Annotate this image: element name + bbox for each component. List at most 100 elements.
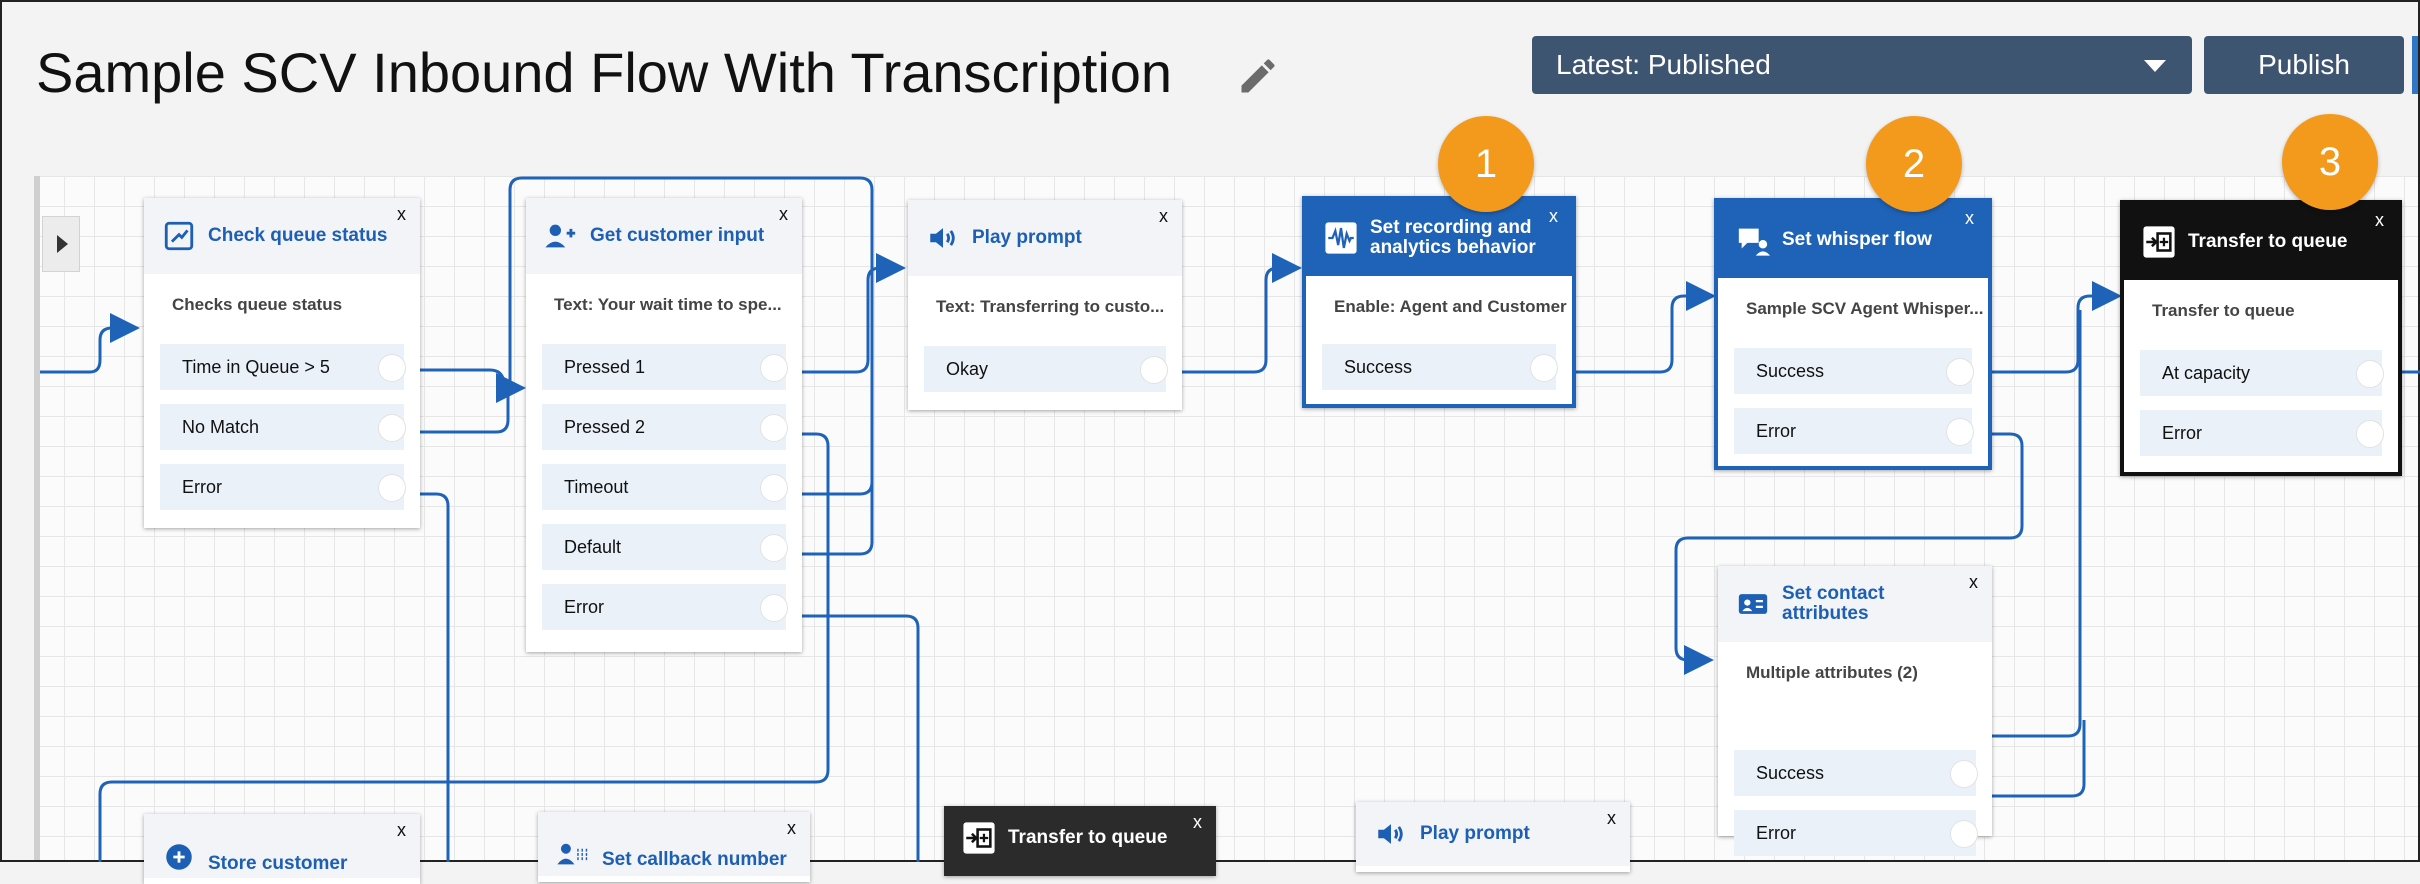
step-badge-1: 1 <box>1438 116 1534 212</box>
branch-pressed-2[interactable]: Pressed 2 <box>542 404 788 450</box>
close-icon[interactable]: x <box>1549 206 1558 226</box>
customer-input-icon <box>545 224 576 248</box>
branch-handle[interactable] <box>378 414 406 442</box>
block-header[interactable]: Transfer to queue x <box>2124 204 2398 280</box>
block-title: Set callback number <box>602 849 787 870</box>
block-header[interactable]: Check queue status x <box>144 198 420 274</box>
block-title: Transfer to queue <box>1008 827 1168 848</box>
set-contact-attributes-block[interactable]: Set contact attributes x Multiple attrib… <box>1718 566 1992 856</box>
block-header[interactable]: Set callback number x <box>538 812 810 876</box>
branch-okay[interactable]: Okay <box>924 346 1168 392</box>
callback-number-icon <box>557 843 588 865</box>
check-queue-status-block[interactable]: Check queue status x Checks queue status… <box>144 198 420 528</box>
set-whisper-flow-block[interactable]: Set whisper flow x Sample SCV Agent Whis… <box>1714 198 1992 470</box>
block-header[interactable]: Set contact attributes x <box>1718 566 1992 642</box>
get-customer-input-block[interactable]: Get customer input x Text: Your wait tim… <box>526 198 802 652</box>
header-edge-accent <box>2412 36 2418 94</box>
block-title: Set whisper flow <box>1782 229 1932 250</box>
branch-handle[interactable] <box>1950 760 1978 788</box>
block-title: Transfer to queue <box>2188 231 2348 252</box>
branch-handle[interactable] <box>378 474 406 502</box>
branch-error[interactable]: Error <box>2140 410 2384 456</box>
block-header[interactable]: Transfer to queue x <box>944 806 1216 870</box>
branch-pressed-1[interactable]: Pressed 1 <box>542 344 788 390</box>
close-icon[interactable]: x <box>1969 572 1978 592</box>
block-description: Multiple attributes (2) <box>1746 663 1918 682</box>
page-title: Sample SCV Inbound Flow With Transcripti… <box>36 41 1173 104</box>
branch-error[interactable]: Error <box>1734 810 1978 856</box>
branch-handle[interactable] <box>760 594 788 622</box>
branch-handle[interactable] <box>1950 820 1978 848</box>
branch-handle[interactable] <box>2356 420 2384 448</box>
branch-success[interactable]: Success <box>1734 348 1974 394</box>
set-callback-number-block[interactable]: Set callback number x <box>538 812 810 882</box>
close-icon[interactable]: x <box>397 204 406 224</box>
close-icon[interactable]: x <box>1607 808 1616 828</box>
step-badge-3: 3 <box>2282 114 2378 210</box>
step-badge-2: 2 <box>1866 116 1962 212</box>
store-customer-icon <box>166 844 192 870</box>
publish-button[interactable]: Publish <box>2204 36 2404 94</box>
transfer-to-queue-block[interactable]: Transfer to queue x Transfer to queue At… <box>2120 200 2402 476</box>
branch-handle[interactable] <box>760 534 788 562</box>
play-prompt-block-2[interactable]: Play prompt x <box>1356 802 1630 872</box>
branch-error[interactable]: Error <box>160 464 406 510</box>
close-icon[interactable]: x <box>1193 812 1202 832</box>
branch-handle[interactable] <box>760 354 788 382</box>
branch-handle[interactable] <box>1946 418 1974 446</box>
branch-default[interactable]: Default <box>542 524 788 570</box>
branch-handle[interactable] <box>1946 358 1974 386</box>
branch-no-match[interactable]: No Match <box>160 404 406 450</box>
branch-handle[interactable] <box>1530 354 1558 382</box>
speaker-icon <box>930 228 955 248</box>
branch-success[interactable]: Success <box>1322 344 1558 390</box>
close-icon[interactable]: x <box>397 820 406 840</box>
close-icon[interactable]: x <box>787 818 796 838</box>
close-icon[interactable]: x <box>2375 210 2384 230</box>
branch-handle[interactable] <box>378 354 406 382</box>
attributes-icon <box>1738 594 1768 614</box>
block-title: Play prompt <box>972 227 1082 248</box>
transfer-icon <box>2143 226 2175 258</box>
branch-time-in-queue[interactable]: Time in Queue > 5 <box>160 344 406 390</box>
chevron-down-icon <box>2144 60 2166 72</box>
block-header[interactable]: Play prompt x <box>1356 802 1630 866</box>
block-header[interactable]: Get customer input x <box>526 198 802 274</box>
close-icon[interactable]: x <box>1159 206 1168 226</box>
block-description: Sample SCV Agent Whisper... <box>1746 299 1984 318</box>
set-recording-block[interactable]: Set recording and analytics behavior x E… <box>1302 196 1576 408</box>
block-title: Store customer <box>208 853 348 874</box>
canvas-left-border <box>34 176 40 860</box>
branch-timeout[interactable]: Timeout <box>542 464 788 510</box>
close-icon[interactable]: x <box>779 204 788 224</box>
chevron-right-icon <box>57 235 68 253</box>
branch-error[interactable]: Error <box>1734 408 1974 454</box>
branch-error[interactable]: Error <box>542 584 788 630</box>
version-dropdown[interactable]: Latest: Published <box>1532 36 2192 94</box>
block-description: Checks queue status <box>172 295 343 314</box>
branch-at-capacity[interactable]: At capacity <box>2140 350 2384 396</box>
block-description: Text: Transferring to custo... <box>936 297 1165 316</box>
branch-handle[interactable] <box>760 414 788 442</box>
block-header[interactable]: Set whisper flow x <box>1718 202 1988 278</box>
expand-panel-button[interactable] <box>42 216 80 272</box>
block-description: Enable: Agent and Customer <box>1334 297 1567 316</box>
block-header[interactable]: Set recording and analytics behavior x <box>1306 200 1572 276</box>
store-customer-block[interactable]: Store customer x <box>144 814 420 884</box>
transfer-to-queue-block-2[interactable]: Transfer to queue x <box>944 806 1216 876</box>
edit-pencil-icon[interactable] <box>1236 54 1280 98</box>
block-header[interactable]: Play prompt x <box>908 200 1182 276</box>
queue-status-icon <box>164 221 194 251</box>
branch-handle[interactable] <box>2356 360 2384 388</box>
branch-handle[interactable] <box>1140 356 1168 384</box>
block-title: Set recording and analytics behavior <box>1370 217 1536 258</box>
block-header[interactable]: Store customer x <box>144 814 420 878</box>
branch-handle[interactable] <box>760 474 788 502</box>
play-prompt-block[interactable]: Play prompt x Text: Transferring to cust… <box>908 200 1182 410</box>
block-description: Text: Your wait time to spe... <box>554 295 782 314</box>
speaker-icon <box>1378 824 1403 844</box>
branch-success[interactable]: Success <box>1734 750 1978 796</box>
block-description: Transfer to queue <box>2152 301 2295 320</box>
block-title: Check queue status <box>208 225 388 246</box>
close-icon[interactable]: x <box>1965 208 1974 228</box>
